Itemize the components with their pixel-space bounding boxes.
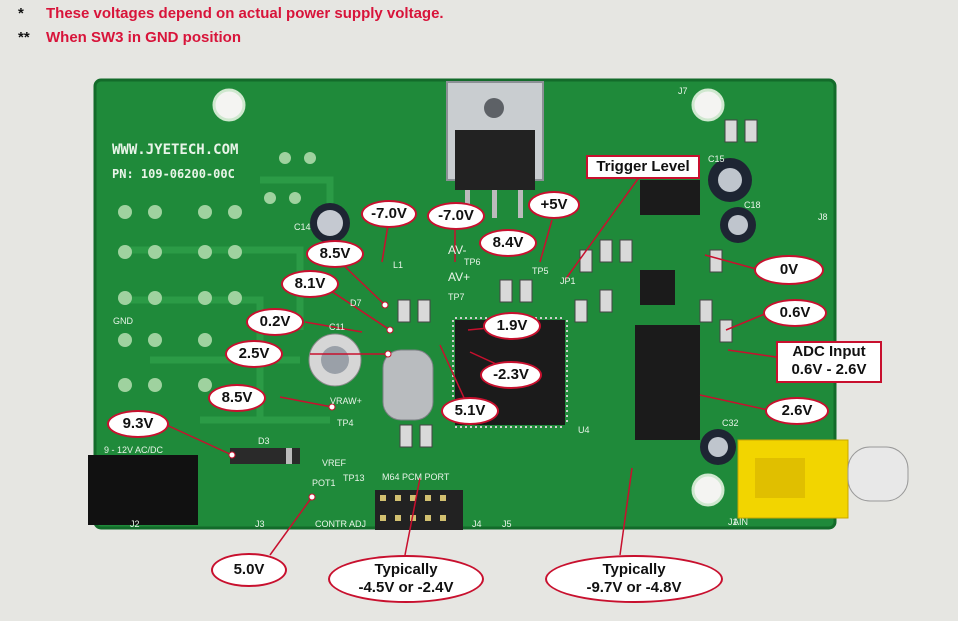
silk-c11: C11 (329, 322, 345, 332)
silk-j4: J4 (472, 519, 482, 529)
ic-u2 (640, 180, 700, 215)
double-star-icon: ** (18, 29, 30, 46)
typically-2-range: -9.7V or -4.8V (586, 579, 682, 596)
label-8-4v: 8.4V (479, 229, 537, 257)
silk-j7: J7 (678, 86, 688, 96)
typically-1-title: Typically (374, 561, 438, 578)
silk-j2: J2 (130, 519, 140, 529)
note-text-1: These voltages depend on actual power su… (46, 5, 444, 22)
label-trigger-level: Trigger Level (586, 155, 700, 179)
silk-d7: D7 (350, 298, 362, 308)
silk-av-minus: AV- (448, 243, 467, 257)
label-0-2v: 0.2V (246, 308, 304, 336)
pin-header-j4 (375, 490, 463, 530)
label-8-5v-b: 8.5V (208, 384, 266, 412)
label-plus5: +5V (528, 191, 580, 219)
silk-m64: M64 PCM PORT (382, 472, 450, 482)
pointer-dots (228, 301, 394, 501)
silk-gnd: GND (113, 316, 133, 326)
note-text-2: When SW3 in GND position (46, 29, 241, 46)
silk-c15: C15 (708, 154, 725, 164)
silk-j1: J1 (728, 517, 738, 527)
ic-u6 (640, 270, 675, 305)
note-single-star: * These voltages depend on actual power s… (18, 5, 444, 22)
silk-power: 9 - 12V AC/DC (104, 445, 164, 455)
label-typically-1: Typically -4.5V or -2.4V (328, 555, 484, 603)
label-9-3v: 9.3V (107, 410, 169, 438)
silk-j5: J5 (502, 519, 512, 529)
silk-pn: PN: 109-06200-00C (112, 167, 235, 181)
crystal (382, 349, 434, 421)
silk-vref: VREF (322, 458, 347, 468)
label-0-6v: 0.6V (763, 299, 827, 327)
solder-pads (118, 152, 316, 392)
silk-tp13: TP13 (343, 473, 365, 483)
silk-tp6: TP6 (464, 257, 481, 267)
label-typically-2: Typically -9.7V or -4.8V (545, 555, 723, 603)
silk-l1: L1 (393, 260, 404, 270)
silk-contr: CONTR ADJ (315, 519, 367, 529)
silk-d3: D3 (258, 436, 270, 446)
regulator (455, 130, 535, 190)
silk-vraw: VRAW+ (330, 396, 362, 406)
typically-2-title: Typically (602, 561, 666, 578)
label-adc-input: ADC Input 0.6V - 2.6V (776, 341, 882, 383)
label-minus7-a: -7.0V (361, 200, 417, 228)
silk-tp5: TP5 (532, 266, 549, 276)
capacitors (308, 158, 756, 465)
label-2-6v: 2.6V (765, 397, 829, 425)
silk-jp1: JP1 (560, 276, 576, 286)
label-1-9v: 1.9V (483, 312, 541, 340)
single-star-icon: * (18, 5, 24, 22)
silk-c14: C14 (294, 222, 311, 232)
silk-pot1: POT1 (312, 478, 336, 488)
power-jack (88, 455, 198, 525)
silk-j8: J8 (818, 212, 828, 222)
adc-input-title: ADC Input (792, 343, 866, 360)
note-double-star: ** When SW3 in GND position (18, 29, 241, 46)
silk-tp4: TP4 (337, 418, 354, 428)
label-5-1v: 5.1V (441, 397, 499, 425)
silk-av-plus: AV+ (448, 270, 471, 284)
label-0v: 0V (754, 255, 824, 285)
adc-input-range: 0.6V - 2.6V (791, 361, 867, 378)
silk-j3: J3 (255, 519, 265, 529)
silk-ain: AIN (733, 517, 749, 527)
silk-u4: U4 (578, 425, 590, 435)
silk-c32: C32 (722, 418, 739, 428)
ic-u5 (635, 325, 700, 440)
label-minus2-3v: -2.3V (480, 361, 542, 389)
label-5-0v: 5.0V (211, 553, 287, 587)
silk-c18: C18 (744, 200, 761, 210)
label-2-5v: 2.5V (225, 340, 283, 368)
silk-tp7: TP7 (448, 292, 465, 302)
label-8-5v-a: 8.5V (306, 240, 364, 268)
label-8-1v: 8.1V (281, 270, 339, 298)
typically-1-range: -4.5V or -2.4V (358, 579, 454, 596)
diode-d3 (230, 448, 300, 464)
silk-url: WWW.JYETECH.COM (112, 142, 239, 158)
label-minus7-b: -7.0V (427, 202, 485, 230)
